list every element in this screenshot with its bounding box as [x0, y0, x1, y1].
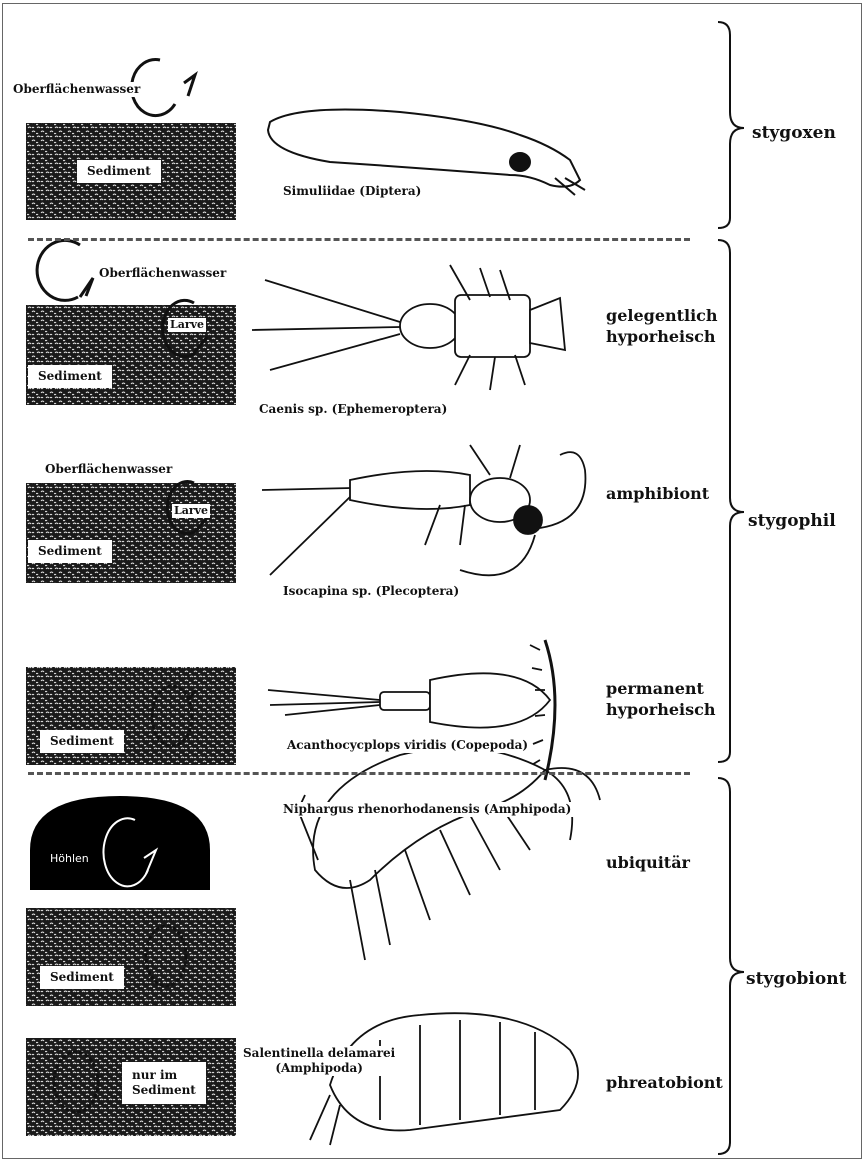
- sediment-line-1: nur im: [132, 1068, 196, 1083]
- salentinella-amphipod-drawing: [310, 1013, 578, 1145]
- surface-cycle-icon-2: [37, 240, 93, 300]
- sediment-label-3: Sediment: [28, 540, 112, 563]
- species-label-simuliidae: Simuliidae (Diptera): [280, 184, 424, 199]
- species-label-salentinella: Salentinella delamarei (Amphipoda): [240, 1046, 398, 1076]
- divider-stygoxen-stygophil: [28, 238, 690, 241]
- species-label-niphargus: Niphargus rhenorhodanensis (Amphipoda): [280, 802, 574, 817]
- category-phreatobiont: phreatobiont: [606, 1072, 723, 1093]
- group-brace-stygobiont: [718, 778, 744, 1154]
- species-label-acanthocyclops: Acanthocycplops viridis (Copepoda): [284, 738, 531, 753]
- species-label-isocapina: Isocapina sp. (Plecoptera): [280, 584, 462, 599]
- sediment-label-2: Sediment: [28, 365, 112, 388]
- category-permanent-hyporheisch: permanent hyporheisch: [606, 678, 716, 720]
- niphargus-amphipod-drawing: [298, 748, 600, 960]
- group-label-stygobiont: stygobiont: [746, 968, 846, 990]
- group-brace-stygophil: [718, 240, 744, 762]
- surface-water-label-3: Oberflächenwasser: [42, 462, 175, 477]
- group-brace-stygoxen: [718, 22, 744, 228]
- simuliidae-larva-drawing: [268, 110, 585, 195]
- species-line-2: (Amphipoda): [243, 1061, 395, 1076]
- category-ubiquitaer: ubiquitär: [606, 852, 690, 873]
- species-line-1: Salentinella delamarei: [243, 1046, 395, 1061]
- sediment-label-4: Sediment: [40, 730, 124, 753]
- sediment-label-6: nur im Sediment: [122, 1062, 206, 1104]
- larva-label-3: Larve: [172, 504, 210, 518]
- species-label-caenis: Caenis sp. (Ephemeroptera): [256, 402, 450, 417]
- sediment-label-5: Sediment: [40, 966, 124, 989]
- sediment-block-3: [26, 483, 236, 583]
- category-line-2: hyporheisch: [606, 699, 716, 720]
- divider-stygophil-stygobiont: [28, 772, 690, 775]
- isocapina-nymph-drawing: [262, 445, 585, 575]
- cave-label: Höhlen: [50, 852, 89, 866]
- group-label-stygoxen: stygoxen: [752, 122, 836, 144]
- category-gelegentlich-hyporheisch: gelegentlich hyporheisch: [606, 305, 718, 347]
- group-label-stygophil: stygophil: [748, 510, 836, 532]
- surface-water-label-1: Oberflächenwasser: [10, 82, 143, 97]
- category-line-1: gelegentlich: [606, 305, 718, 326]
- category-line-2: hyporheisch: [606, 326, 718, 347]
- sediment-label-1: Sediment: [77, 160, 161, 183]
- caenis-nymph-drawing: [252, 265, 565, 390]
- surface-water-label-2: Oberflächenwasser: [96, 266, 229, 281]
- category-line-1: permanent: [606, 678, 716, 699]
- cave-shape: [30, 796, 210, 890]
- sediment-line-2: Sediment: [132, 1083, 196, 1098]
- category-amphibiont: amphibiont: [606, 483, 709, 504]
- sediment-block-5: [26, 908, 236, 1006]
- larva-label-2: Larve: [168, 318, 206, 332]
